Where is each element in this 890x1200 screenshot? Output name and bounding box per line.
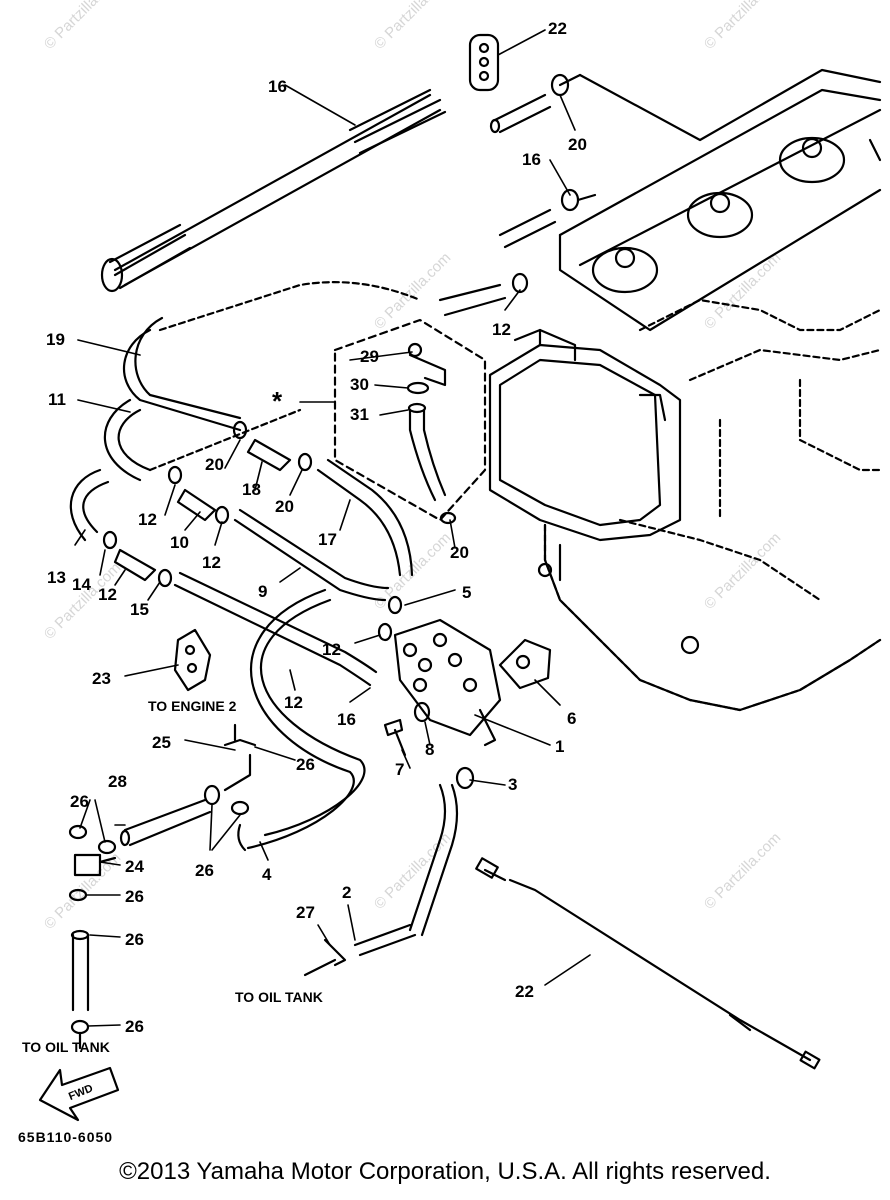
hose-clamp-lower [173, 628, 212, 692]
callout-4: 4 [262, 865, 272, 884]
callout-7: 7 [395, 760, 404, 779]
callout-21: 16 [268, 77, 287, 96]
bolt-7 [383, 718, 407, 757]
callout-12: 12 [492, 320, 511, 339]
callout-labels: 16 22 20 16 12 19 11 13 29 30 31 * 20 18… [46, 19, 587, 1036]
callout-20: 20 [450, 543, 469, 562]
watermark: © Partzilla.com [41, 0, 124, 53]
hose-4 [246, 588, 366, 850]
callout-24: 25 [152, 733, 171, 752]
callout-3: 3 [508, 775, 517, 794]
callout-26: 26 [296, 755, 315, 774]
callout-31: 22 [515, 982, 534, 1001]
kit-parts [406, 342, 457, 525]
callout-12: 12 [322, 640, 341, 659]
watermark: © Partzilla.com [371, 829, 454, 912]
callout-25: 26 [125, 930, 144, 949]
watermarks: © Partzilla.com © Partzilla.com © Partzi… [41, 0, 784, 933]
callout-29: 30 [350, 375, 369, 394]
callout-20: 20 [275, 497, 294, 516]
callout-12: 12 [138, 510, 157, 529]
copyright-notice: ©2013 Yamaha Motor Corporation, U.S.A. A… [119, 1158, 771, 1185]
callout-23: 24 [125, 857, 144, 876]
left-fittings [68, 824, 117, 1050]
callout-9: 9 [258, 582, 267, 601]
note-to-oil-tank-center: TO OIL TANK [235, 989, 323, 1005]
diagram-code: 65B110-6050 [18, 1129, 113, 1145]
watermark: © Partzilla.com [701, 529, 784, 612]
check-valves [102, 420, 313, 588]
callout-16: 14 [72, 575, 91, 594]
callout-12: 12 [202, 553, 221, 572]
cylinder-head [558, 68, 882, 332]
callout-13: 12 [284, 693, 303, 712]
hose-19 [122, 281, 422, 432]
hose-2 [353, 783, 459, 957]
callout-26: 26 [125, 887, 144, 906]
callout-27: 28 [108, 772, 127, 791]
leader-lines [74, 29, 591, 1027]
callout-6: 6 [567, 709, 576, 728]
callout-10: 10 [170, 533, 189, 552]
crankcase-outline [537, 523, 882, 712]
callout-26: 26 [125, 1017, 144, 1036]
hose-17 [316, 458, 414, 577]
watermark: © Partzilla.com [371, 0, 454, 53]
hose-11 [103, 398, 302, 482]
callout-15: 13 [47, 568, 66, 587]
callout-22: 22 [548, 19, 567, 38]
clamp-3 [455, 766, 475, 790]
callout-28: 29 [360, 347, 379, 366]
washer-8 [413, 701, 431, 723]
callout-1: 1 [555, 737, 564, 756]
watermark: © Partzilla.com [371, 249, 454, 332]
watermark: © Partzilla.com [701, 0, 784, 53]
callout-16: 15 [130, 600, 149, 619]
hose-13 [173, 571, 378, 687]
cable-31 [475, 857, 821, 1070]
callout-26: 26 [70, 792, 89, 811]
callout-8: 8 [425, 740, 434, 759]
callout-16: 16 [337, 710, 356, 729]
callout-star: * [272, 386, 283, 416]
note-to-engine-2: TO ENGINE 2 [148, 698, 237, 714]
fwd-arrow-icon [38, 1066, 120, 1122]
hose-12-top [438, 272, 529, 317]
hose-clamp-top [468, 33, 500, 92]
callout-5: 5 [462, 583, 471, 602]
callout-16: 16 [522, 150, 541, 169]
crankcase [543, 298, 882, 712]
callout-20: 20 [205, 455, 224, 474]
hose-9 [233, 508, 390, 602]
callout-18: 18 [242, 480, 261, 499]
callout-22: 23 [92, 669, 111, 688]
callout-19: 19 [46, 330, 65, 349]
callout-11: 11 [48, 390, 66, 409]
long-bolt [100, 88, 447, 293]
oil-pump [377, 595, 502, 747]
note-to-oil-tank-left: TO OIL TANK [22, 1039, 110, 1055]
short-hose-top [489, 73, 582, 134]
callout-26: 26 [195, 861, 214, 880]
watermark: © Partzilla.com [701, 829, 784, 912]
callout-14: 12 [98, 585, 117, 604]
callout-30: 31 [350, 405, 369, 424]
hose-15 [69, 468, 110, 542]
short-hose-mid [498, 188, 597, 249]
t-fitting-24 [119, 723, 257, 852]
callout-17: 17 [318, 530, 337, 549]
intake-box [488, 328, 682, 542]
callout-2: 2 [342, 883, 351, 902]
kit-box [333, 318, 487, 522]
callout-26: 27 [296, 903, 315, 922]
clamp-26-center [303, 938, 347, 977]
callout-20: 20 [568, 135, 587, 154]
gasket [498, 638, 552, 690]
